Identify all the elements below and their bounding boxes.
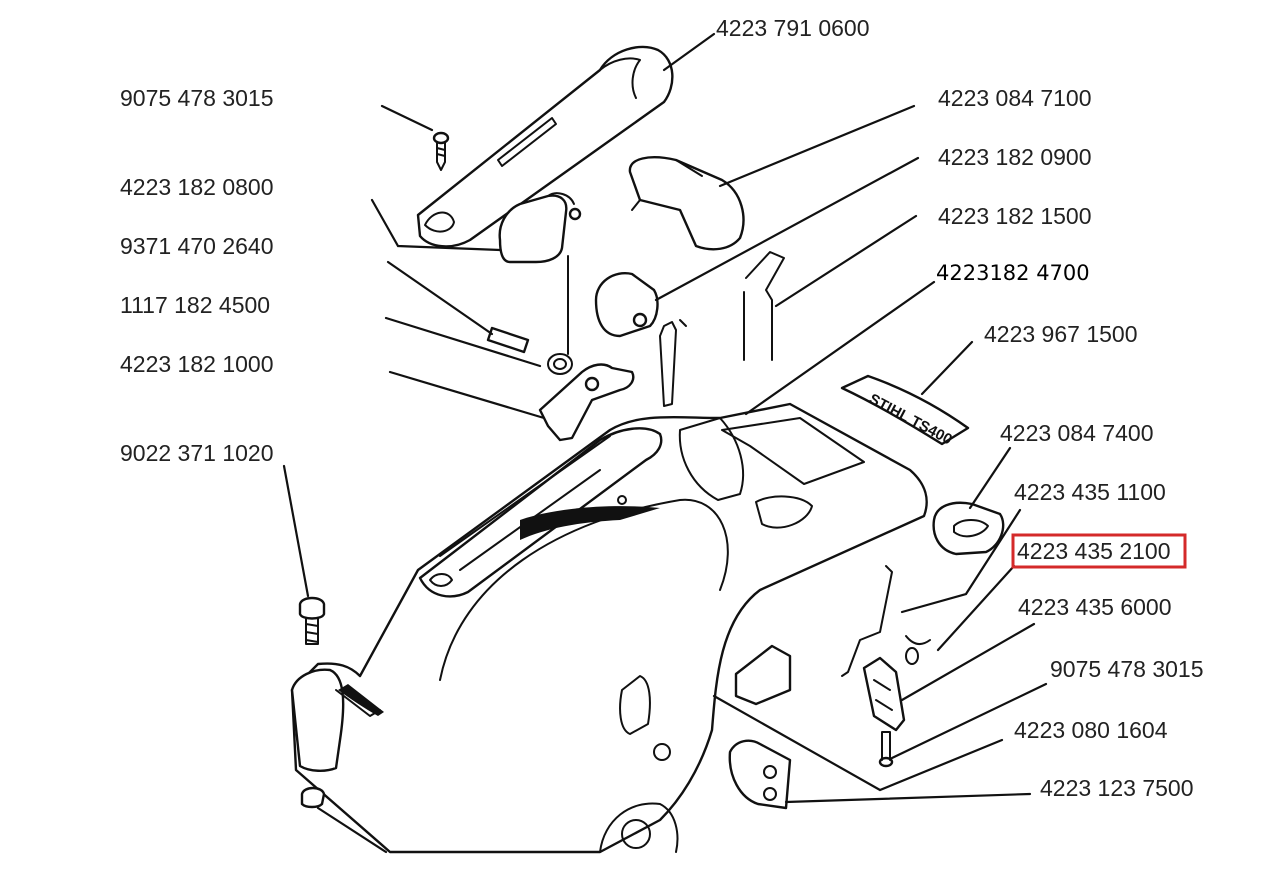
leader-lines	[282, 32, 1048, 854]
bracket-part	[862, 656, 906, 732]
part-number-label: 4223182 4700	[936, 261, 1090, 285]
part-number-label: 4223 182 0800	[120, 174, 274, 200]
lock-lever-part	[538, 363, 635, 442]
bolt-icon	[878, 731, 894, 768]
part-number-label: 9371 470 2640	[120, 233, 274, 259]
spring-icon	[547, 255, 573, 375]
cover-part	[628, 156, 745, 251]
highlight-box	[1011, 533, 1187, 569]
part-number-label: 4223 791 0600	[716, 15, 870, 41]
part-number-label: 4223 123 7500	[1040, 775, 1194, 801]
screw-icon	[432, 131, 450, 171]
block-part	[734, 644, 792, 706]
part-number-label: 4223 967 1500	[984, 321, 1138, 347]
part-number-label: 9022 371 1020	[120, 440, 274, 466]
part-number-label: 4223 435 6000	[1018, 594, 1172, 620]
throttle-trigger-part	[594, 272, 659, 338]
handle-top-part	[416, 45, 674, 248]
decal-part: STIHL TS400	[840, 374, 970, 448]
nut-icon	[300, 786, 326, 809]
part-number-label: 4223 080 1604	[1014, 717, 1168, 743]
part-number-label: 4223 182 0900	[938, 144, 1092, 170]
valve-block-part	[728, 739, 792, 810]
pin-icon	[486, 326, 530, 354]
part-number-label: 4223 435 1100	[1014, 479, 1166, 505]
grommet-part	[932, 501, 1005, 556]
part-number-label: 9075 478 3015	[1050, 656, 1204, 682]
part-number-label: 4223 084 7400	[1000, 420, 1154, 446]
part-number-label: 4223 084 7100	[938, 85, 1092, 111]
spring-icon	[743, 251, 785, 361]
trigger-lever-part	[498, 192, 582, 264]
rod-part	[659, 319, 687, 407]
part-number-label: 4223 182 1500	[938, 203, 1092, 229]
part-number-label: 4223 182 1000	[120, 351, 274, 377]
part-number-label: 1117 182 4500	[120, 292, 270, 318]
spring-icon	[841, 565, 931, 677]
housing-part	[290, 402, 928, 854]
screw-icon	[298, 596, 326, 645]
part-number-label: 9075 478 3015	[120, 85, 274, 111]
highlighted-part-number-label: 4223 435 2100	[1017, 538, 1171, 564]
